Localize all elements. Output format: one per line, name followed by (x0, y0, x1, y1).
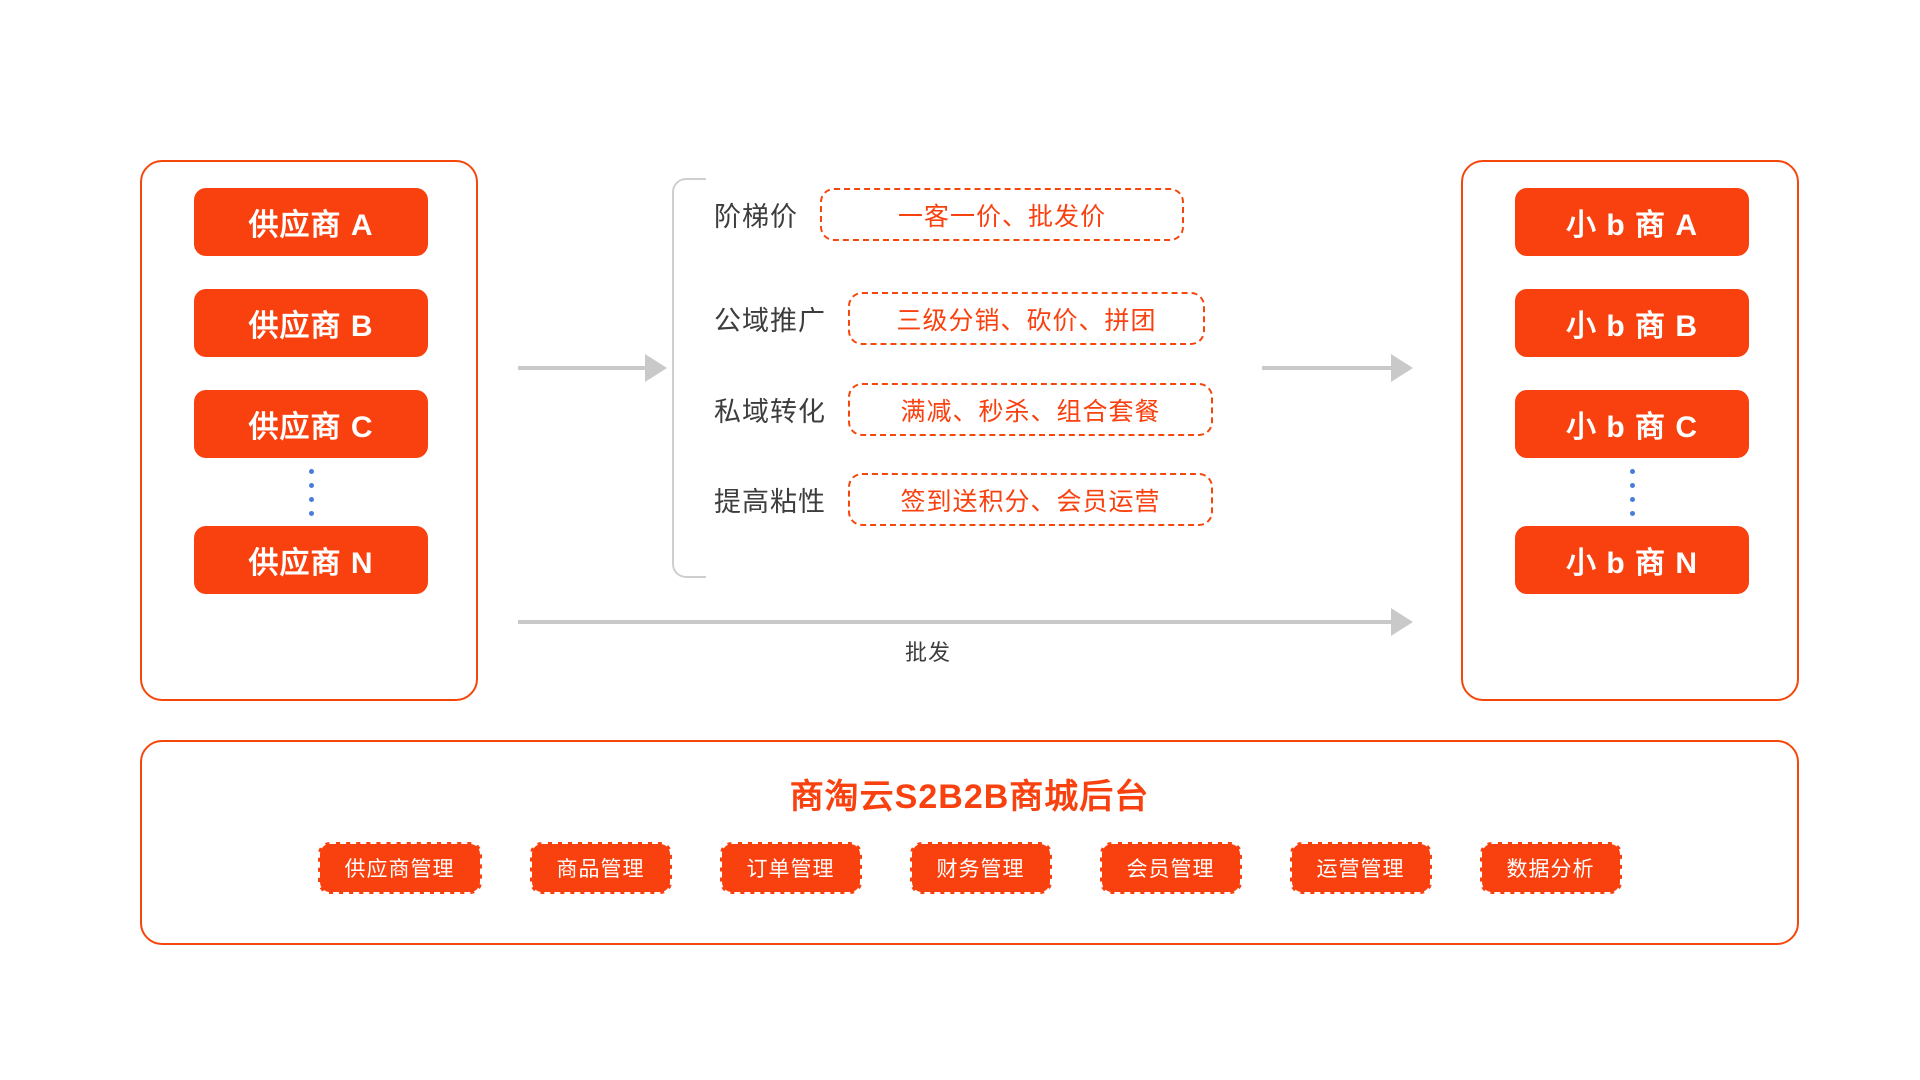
backend-panel: 商淘云S2B2B商城后台 供应商管理 商品管理 订单管理 财务管理 会员管理 运… (140, 740, 1799, 945)
backend-module-operations-management[interactable]: 运营管理 (1289, 842, 1432, 894)
features-group: 阶梯价 一客一价、批发价 公域推广 三级分销、砍价、拼团 私域转化 满减、秒杀、… (672, 170, 1272, 580)
feature-tags-box[interactable]: 签到送积分、会员运营 (848, 473, 1213, 526)
feature-label: 公域推广 (714, 306, 826, 336)
buyer-chip-a[interactable]: 小 b 商 A (1515, 188, 1749, 256)
backend-module-order-management[interactable]: 订单管理 (719, 842, 862, 894)
arrow-head (1391, 608, 1413, 636)
buyers-panel: 小 b 商 A 小 b 商 B 小 b 商 C 小 b 商 N (1461, 160, 1799, 701)
supplier-chip-a[interactable]: 供应商 A (194, 188, 428, 256)
feature-row-stickiness: 提高粘性 签到送积分、会员运营 (714, 473, 1213, 526)
arrow-shaft (1262, 366, 1392, 370)
backend-module-product-management[interactable]: 商品管理 (529, 842, 672, 894)
backend-module-finance-management[interactable]: 财务管理 (909, 842, 1052, 894)
suppliers-panel: 供应商 A 供应商 B 供应商 C 供应商 N (140, 160, 478, 701)
spacer (1515, 357, 1749, 390)
feature-row-tiered-price: 阶梯价 一客一价、批发价 (714, 188, 1184, 241)
suppliers-list: 供应商 A 供应商 B 供应商 C 供应商 N (194, 188, 428, 594)
feature-tags-box[interactable]: 一客一价、批发价 (820, 188, 1184, 241)
buyer-chip-b[interactable]: 小 b 商 B (1515, 289, 1749, 357)
feature-label: 阶梯价 (714, 202, 798, 232)
supplier-chip-n[interactable]: 供应商 N (194, 526, 428, 594)
feature-label: 私域转化 (714, 397, 826, 427)
arrow-shaft (518, 620, 1392, 624)
backend-title: 商淘云S2B2B商城后台 (789, 778, 1150, 816)
arrow-head (645, 354, 667, 382)
buyer-chip-n[interactable]: 小 b 商 N (1515, 526, 1749, 594)
vertical-ellipsis-icon (194, 458, 428, 526)
backend-module-data-analytics[interactable]: 数据分析 (1479, 842, 1622, 894)
feature-row-private-conversion: 私域转化 满减、秒杀、组合套餐 (714, 383, 1213, 436)
buyers-list: 小 b 商 A 小 b 商 B 小 b 商 C 小 b 商 N (1515, 188, 1749, 594)
arrow-head (1391, 354, 1413, 382)
feature-tags-box[interactable]: 满减、秒杀、组合套餐 (848, 383, 1213, 436)
buyer-chip-c[interactable]: 小 b 商 C (1515, 390, 1749, 458)
feature-row-public-promotion: 公域推广 三级分销、砍价、拼团 (714, 292, 1205, 345)
supplier-chip-c[interactable]: 供应商 C (194, 390, 428, 458)
arrow-wholesale-label: 批发 (905, 640, 952, 665)
spacer (194, 256, 428, 289)
supplier-chip-b[interactable]: 供应商 B (194, 289, 428, 357)
backend-module-list: 供应商管理 商品管理 订单管理 财务管理 会员管理 运营管理 数据分析 (142, 842, 1797, 894)
feature-label: 提高粘性 (714, 487, 826, 517)
spacer (1515, 256, 1749, 289)
feature-tags-box[interactable]: 三级分销、砍价、拼团 (848, 292, 1205, 345)
backend-module-member-management[interactable]: 会员管理 (1099, 842, 1242, 894)
spacer (194, 357, 428, 390)
backend-module-supplier-management[interactable]: 供应商管理 (317, 842, 482, 894)
arrow-shaft (518, 366, 646, 370)
vertical-ellipsis-icon (1515, 458, 1749, 526)
bracket-icon (672, 178, 706, 578)
